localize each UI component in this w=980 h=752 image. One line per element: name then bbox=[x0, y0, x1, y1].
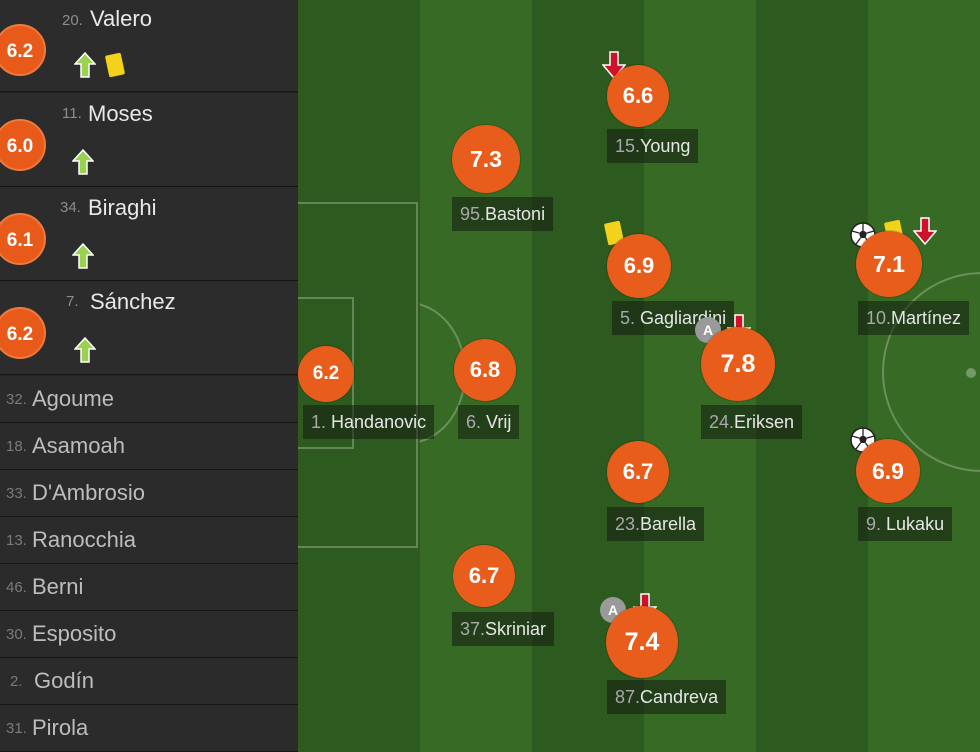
sub-row-biraghi[interactable]: 6.1 34. Biraghi bbox=[0, 187, 298, 281]
sub-row-sanchez[interactable]: 6.2 7. Sánchez bbox=[0, 281, 298, 375]
player-rating: 7.4 bbox=[606, 606, 678, 678]
player-number: 24. bbox=[709, 412, 735, 432]
player-number: 87. bbox=[615, 687, 641, 707]
player-name: Esposito bbox=[32, 621, 117, 646]
player-number: 31. bbox=[6, 720, 27, 737]
player-number: 33. bbox=[6, 485, 27, 502]
lineup-panel: 6.2 20. Valero 6.0 11. Moses 6.1 34. Bir… bbox=[0, 0, 298, 752]
player-number: 11. bbox=[62, 105, 82, 122]
player-rating: 6.6 bbox=[607, 65, 669, 127]
player-number: 46. bbox=[6, 579, 27, 596]
arrow-up-icon bbox=[74, 337, 96, 363]
bench-row[interactable]: 33. D'Ambrosio bbox=[0, 470, 298, 517]
player-label: 37.Skriniar bbox=[452, 612, 555, 646]
player-label: 6. Vrij bbox=[458, 405, 520, 439]
player-name: Eriksen bbox=[734, 412, 795, 432]
player-name: Martínez bbox=[891, 308, 962, 328]
player-label: 9. Lukaku bbox=[858, 507, 953, 541]
player-name: Vrij bbox=[486, 412, 512, 432]
player-name: Young bbox=[640, 136, 691, 156]
player-name: Bastoni bbox=[485, 204, 546, 224]
player-number: 2. bbox=[10, 673, 23, 690]
player-name: Candreva bbox=[640, 687, 719, 707]
player-number: 20. bbox=[62, 12, 83, 29]
player-label: 95.Bastoni bbox=[452, 197, 554, 231]
player-rating: 7.1 bbox=[856, 231, 922, 297]
yellow-card-icon bbox=[104, 52, 126, 78]
player-number: 10. bbox=[866, 308, 892, 328]
player-rating: 6.7 bbox=[453, 545, 515, 607]
player-rating: 7.3 bbox=[452, 125, 520, 193]
player-name: Sánchez bbox=[90, 289, 176, 314]
player-name: Skriniar bbox=[485, 619, 547, 639]
player-number: 15. bbox=[615, 136, 641, 156]
player-name: Barella bbox=[640, 514, 697, 534]
player-rating: 6.2 bbox=[0, 24, 46, 76]
bench-row[interactable]: 30. Esposito bbox=[0, 611, 298, 658]
bench-row[interactable]: 18. Asamoah bbox=[0, 423, 298, 470]
player-number: 95. bbox=[460, 204, 486, 224]
arrow-down-icon bbox=[913, 217, 937, 245]
player-label: 23.Barella bbox=[607, 507, 705, 541]
player-name: Handanovic bbox=[331, 412, 427, 432]
player-number: 32. bbox=[6, 391, 27, 408]
captain-badge-icon: A bbox=[695, 317, 721, 343]
sub-row-moses[interactable]: 6.0 11. Moses bbox=[0, 93, 298, 187]
player-rating: 6.8 bbox=[454, 339, 516, 401]
player-label: 87.Candreva bbox=[607, 680, 727, 714]
player-number: 7. bbox=[66, 293, 79, 310]
player-label: 10.Martínez bbox=[858, 301, 970, 335]
bench-row[interactable]: 32. Agoume bbox=[0, 376, 298, 423]
player-rating: 6.9 bbox=[607, 234, 671, 298]
player-name: Godín bbox=[34, 668, 94, 693]
center-spot bbox=[966, 368, 976, 378]
player-number: 30. bbox=[6, 626, 27, 643]
player-name: D'Ambrosio bbox=[32, 480, 146, 505]
player-rating: 6.2 bbox=[298, 346, 354, 402]
player-name: Moses bbox=[88, 101, 153, 126]
player-number: 23. bbox=[615, 514, 641, 534]
player-name: Lukaku bbox=[886, 514, 945, 534]
player-rating: 6.1 bbox=[0, 213, 46, 265]
player-name: Agoume bbox=[32, 386, 114, 411]
player-name: Pirola bbox=[32, 715, 89, 740]
arrow-up-icon bbox=[72, 149, 94, 175]
player-number: 18. bbox=[6, 438, 27, 455]
bench-row[interactable]: 13. Ranocchia bbox=[0, 517, 298, 564]
player-number: 6. bbox=[466, 412, 482, 432]
player-number: 5. bbox=[620, 308, 636, 328]
player-number: 13. bbox=[6, 532, 27, 549]
sub-row-valero[interactable]: 6.2 20. Valero bbox=[0, 0, 298, 92]
football-pitch bbox=[298, 0, 980, 752]
arrow-up-icon bbox=[74, 52, 96, 78]
player-name: Ranocchia bbox=[32, 527, 136, 552]
player-label: 15.Young bbox=[607, 129, 699, 163]
player-name: Asamoah bbox=[32, 433, 125, 458]
penalty-area-line bbox=[298, 202, 418, 548]
player-rating: 6.7 bbox=[607, 441, 669, 503]
player-rating: 6.0 bbox=[0, 119, 46, 171]
arrow-up-icon bbox=[72, 243, 94, 269]
pitch-stripe bbox=[756, 0, 868, 752]
player-label: 1. Handanovic bbox=[303, 405, 435, 439]
player-rating: 6.2 bbox=[0, 307, 46, 359]
player-number: 37. bbox=[460, 619, 486, 639]
player-rating: 6.9 bbox=[856, 439, 920, 503]
player-name: Valero bbox=[90, 6, 152, 31]
player-label: 24.Eriksen bbox=[701, 405, 803, 439]
player-name: Berni bbox=[32, 574, 84, 599]
bench-row[interactable]: 2. Godín bbox=[0, 658, 298, 705]
bench-row[interactable]: 46. Berni bbox=[0, 564, 298, 611]
player-number: 34. bbox=[60, 199, 81, 216]
player-number: 9. bbox=[866, 514, 882, 534]
player-rating: 7.8 bbox=[701, 327, 775, 401]
player-name: Biraghi bbox=[88, 195, 157, 220]
bench-row[interactable]: 31. Pirola bbox=[0, 705, 298, 752]
player-number: 1. bbox=[311, 412, 327, 432]
